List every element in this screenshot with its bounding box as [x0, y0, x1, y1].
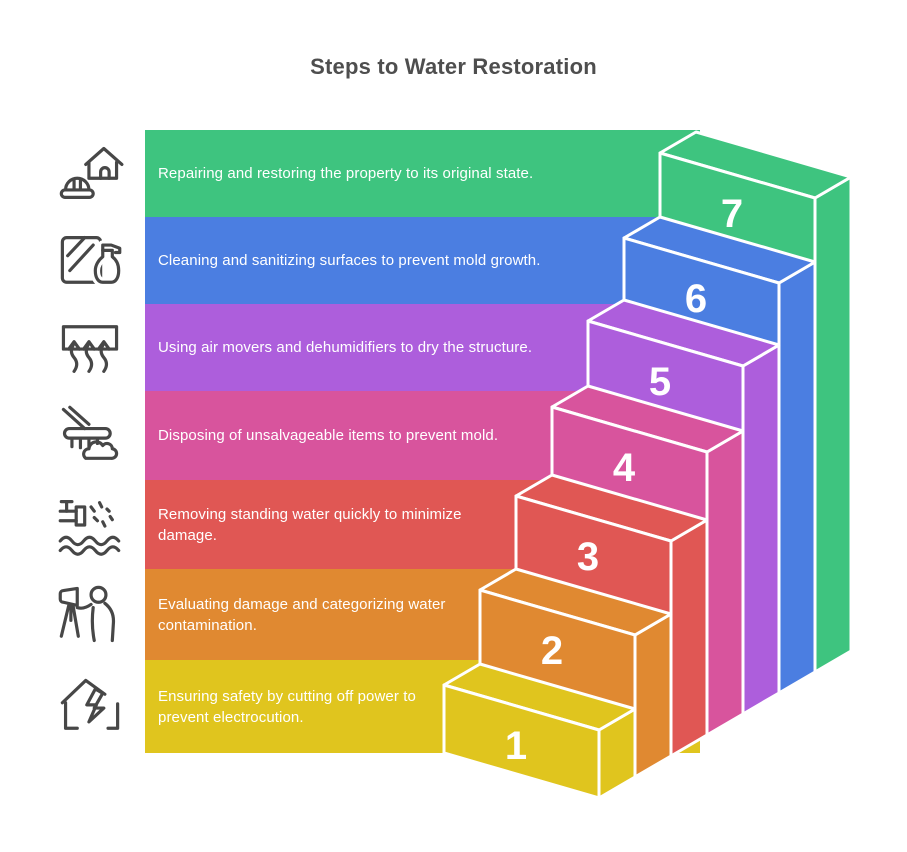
- step-row-6: Cleaning and sanitizing surfaces to prev…: [0, 217, 907, 304]
- page-title: Steps to Water Restoration: [310, 54, 597, 79]
- step-description-7: Repairing and restoring the property to …: [158, 165, 534, 182]
- step-band-3: Removing standing water quickly to minim…: [145, 480, 700, 569]
- step-description-2: Evaluating damage and categorizing water…: [158, 595, 446, 634]
- step-row-1: Ensuring safety by cutting off power to …: [0, 660, 907, 753]
- step-row-4: Disposing of unsalvageable items to prev…: [0, 391, 907, 480]
- house-repair-icon: [56, 140, 124, 208]
- power-cut-house-icon-art: [60, 678, 120, 730]
- power-cut-house-icon: [56, 673, 124, 741]
- step-description-5: Using air movers and dehumidifiers to dr…: [158, 339, 533, 356]
- step-description-1: Ensuring safety by cutting off power to …: [158, 687, 416, 726]
- surveyor-camera-icon: [56, 581, 124, 649]
- water-pump-icon: [56, 491, 124, 559]
- step-row-3: Removing standing water quickly to minim…: [0, 480, 907, 569]
- step-row-5: Using air movers and dehumidifiers to dr…: [0, 304, 907, 391]
- air-mover-icon: [56, 314, 124, 382]
- surveyor-camera-icon-art: [58, 585, 116, 642]
- broom-sweeping-icon-art: [61, 405, 119, 460]
- step-description-4: Disposing of unsalvageable items to prev…: [158, 427, 499, 444]
- step-band-4: Disposing of unsalvageable items to prev…: [145, 391, 700, 480]
- cleaning-spray-icon: [56, 227, 125, 295]
- house-repair-icon-art: [59, 146, 124, 199]
- step-row-7: Repairing and restoring the property to …: [0, 130, 907, 217]
- step-band-7: Repairing and restoring the property to …: [145, 130, 700, 217]
- cleaning-spray-icon-art: [60, 235, 125, 287]
- step-row-2: Evaluating damage and categorizing water…: [0, 569, 907, 660]
- broom-sweeping-icon: [56, 402, 124, 470]
- air-mover-icon-art: [61, 324, 119, 373]
- step-band-5: Using air movers and dehumidifiers to dr…: [145, 304, 700, 391]
- water-pump-icon-art: [58, 499, 121, 556]
- step-description-6: Cleaning and sanitizing surfaces to prev…: [158, 252, 541, 269]
- step-band-1: Ensuring safety by cutting off power to …: [145, 660, 700, 753]
- step-description-3: Removing standing water quickly to minim…: [158, 505, 462, 544]
- step-band-2: Evaluating damage and categorizing water…: [145, 569, 700, 660]
- step-band-6: Cleaning and sanitizing surfaces to prev…: [145, 217, 700, 304]
